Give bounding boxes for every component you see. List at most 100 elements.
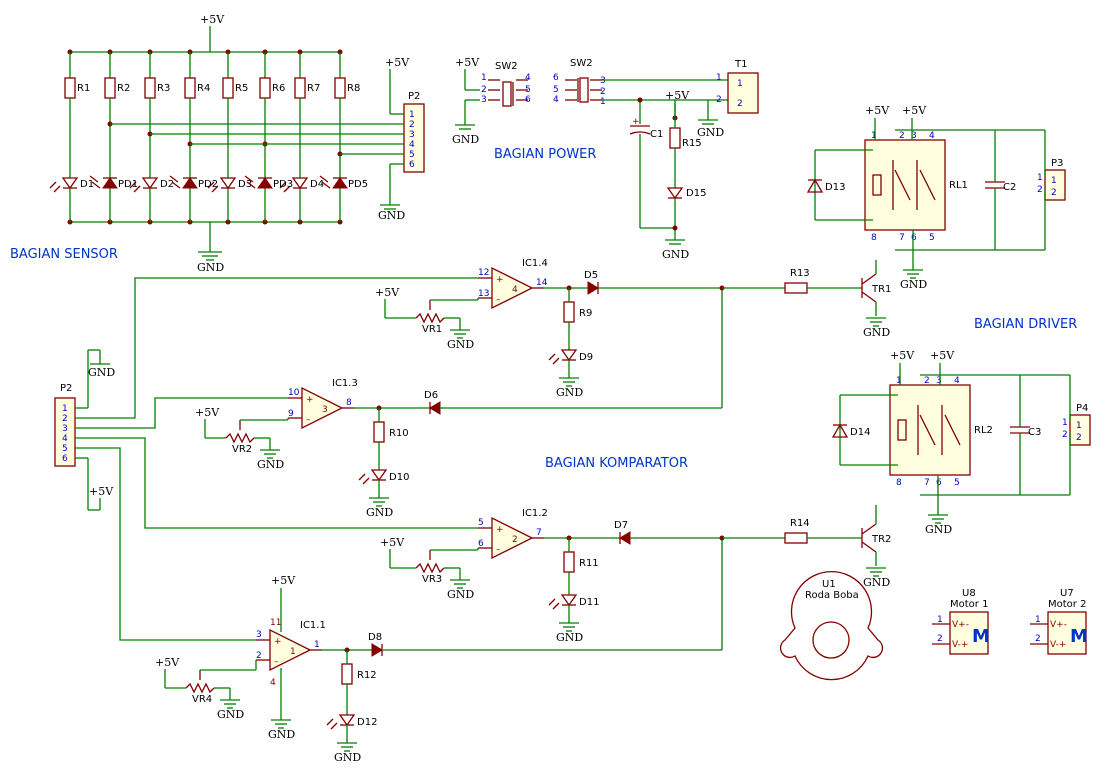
d15-ref: D15 — [686, 188, 706, 199]
opamp-ref: IC1.2 — [522, 508, 548, 519]
flyback-2-ref: D14 — [850, 427, 870, 438]
switch-sw2-left: 123 456 — [481, 73, 531, 107]
resistor-r5 — [222, 77, 234, 99]
gnd-label: GND — [257, 458, 284, 471]
vcc-label: +5V — [455, 56, 480, 69]
gnd-label: GND — [556, 631, 583, 644]
resistor-out-4-ref: R12 — [357, 670, 377, 681]
led-d3-ref: D3 — [238, 179, 252, 190]
relay-pin: 1 — [871, 131, 877, 141]
comparator-section: IC1.44+–121314D5R9D9GNDVR1+5VGNDIC1.33+–… — [155, 258, 725, 764]
photodiode-1-ref: PD1 — [118, 179, 138, 190]
vcc-label: +5V — [271, 574, 296, 587]
relay-pin: 7 — [899, 233, 905, 243]
section-sensor-label: BAGIAN SENSOR — [10, 247, 118, 262]
pin: 2 — [1051, 188, 1057, 198]
sw2-right-ref: SW2 — [570, 58, 593, 69]
flyback-diode-1 — [806, 178, 824, 193]
relay-pin: 7 — [924, 478, 930, 488]
led-out-3 — [560, 594, 578, 607]
resistor-r4 — [184, 77, 196, 99]
gnd-label: GND — [334, 751, 361, 764]
pin-in-plus: 3 — [256, 630, 262, 640]
svg-text:1: 1 — [937, 615, 943, 625]
opamp-2 — [301, 386, 344, 430]
led-out-4-ref: D12 — [357, 717, 377, 728]
minus-sign: – — [306, 415, 311, 425]
vcc-label: +5V — [375, 286, 400, 299]
pin: 1 — [1051, 176, 1057, 186]
vcc-label: +5V — [195, 406, 220, 419]
pot-ref: VR1 — [422, 324, 442, 335]
svg-text:3: 3 — [481, 95, 487, 105]
svg-text:3: 3 — [600, 76, 606, 86]
pot-ref: VR2 — [232, 444, 252, 455]
p2-top-pin: 4 — [409, 140, 415, 150]
led-d4 — [291, 177, 309, 190]
p2-top-pin: 2 — [409, 120, 415, 130]
resistor-out-2-ref: R10 — [389, 428, 409, 439]
relay-coil — [872, 174, 882, 196]
led-out-1-ref: D9 — [579, 352, 593, 363]
diode-3 — [619, 531, 631, 545]
resistor-out-3-ref: R11 — [579, 558, 599, 569]
svg-text:2: 2 — [1035, 634, 1041, 644]
potentiometer-1 — [415, 312, 445, 324]
potentiometer-3 — [415, 562, 445, 574]
pin: 1 — [1076, 421, 1082, 431]
led-d2-ref: D2 — [160, 179, 174, 190]
p2-left-pin: 4 — [62, 434, 68, 444]
resistor-r8-ref: R8 — [347, 83, 360, 94]
photodiode-1 — [102, 177, 118, 189]
vcc-label: +5V — [865, 104, 890, 117]
pin: 2 — [1037, 185, 1043, 195]
u1-name: Roda Boba — [805, 590, 859, 601]
pin-in-plus: 10 — [288, 388, 300, 398]
p2-top-pin: 6 — [409, 160, 415, 170]
p2-top-pin: 5 — [409, 150, 415, 160]
section-driver-label: BAGIAN DRIVER — [974, 317, 1077, 332]
u8-vm: V-+ — [952, 640, 968, 650]
relay-pin: 5 — [929, 233, 935, 243]
opamp-1 — [491, 266, 534, 310]
relay-pin: 8 — [871, 233, 877, 243]
power-section: +5V GND SW2 123 456 SW2 — [452, 56, 759, 261]
relay-2 — [889, 384, 971, 476]
u8-ref: U8 — [962, 588, 976, 599]
connector-1 — [1044, 169, 1066, 201]
opamp-unit: 1 — [290, 647, 296, 657]
photodiode-2 — [182, 177, 198, 189]
led-out-2-ref: D10 — [389, 472, 409, 483]
resistor-out-1-ref: R9 — [579, 308, 592, 319]
u8-vp: V+- — [952, 620, 969, 630]
resistor-base-1 — [784, 282, 808, 294]
svg-text:1: 1 — [1035, 615, 1041, 625]
svg-text:4: 4 — [553, 95, 559, 105]
svg-text:1: 1 — [737, 79, 743, 89]
svg-text:6: 6 — [553, 73, 559, 83]
gnd-label: GND — [378, 209, 405, 222]
relay-pin: 2 — [899, 131, 905, 141]
resistor-r2 — [104, 77, 116, 99]
gnd-label: GND — [556, 386, 583, 399]
svg-text:5: 5 — [525, 85, 531, 95]
c1-ref: C1 — [650, 129, 663, 140]
relay-pin: 4 — [954, 376, 960, 386]
minus-sign: – — [496, 545, 501, 555]
svg-text:2: 2 — [937, 634, 943, 644]
opamp-unit: 4 — [512, 285, 518, 295]
vcc-label: +5V — [200, 13, 225, 26]
led-out-4 — [338, 714, 356, 727]
photodiode-3-ref: PD3 — [273, 179, 293, 190]
resistor-base-2-ref: R14 — [790, 518, 810, 529]
pin-out: 14 — [536, 278, 548, 288]
svg-text:2: 2 — [600, 87, 606, 97]
diode-3-ref: D7 — [614, 520, 628, 531]
resistor-r1-ref: R1 — [77, 83, 90, 94]
diode-4-ref: D8 — [368, 632, 382, 643]
opamp-4 — [269, 628, 312, 672]
relay-pin: 6 — [936, 478, 942, 488]
diode-2 — [429, 401, 441, 415]
diode-1-ref: D5 — [584, 270, 598, 281]
